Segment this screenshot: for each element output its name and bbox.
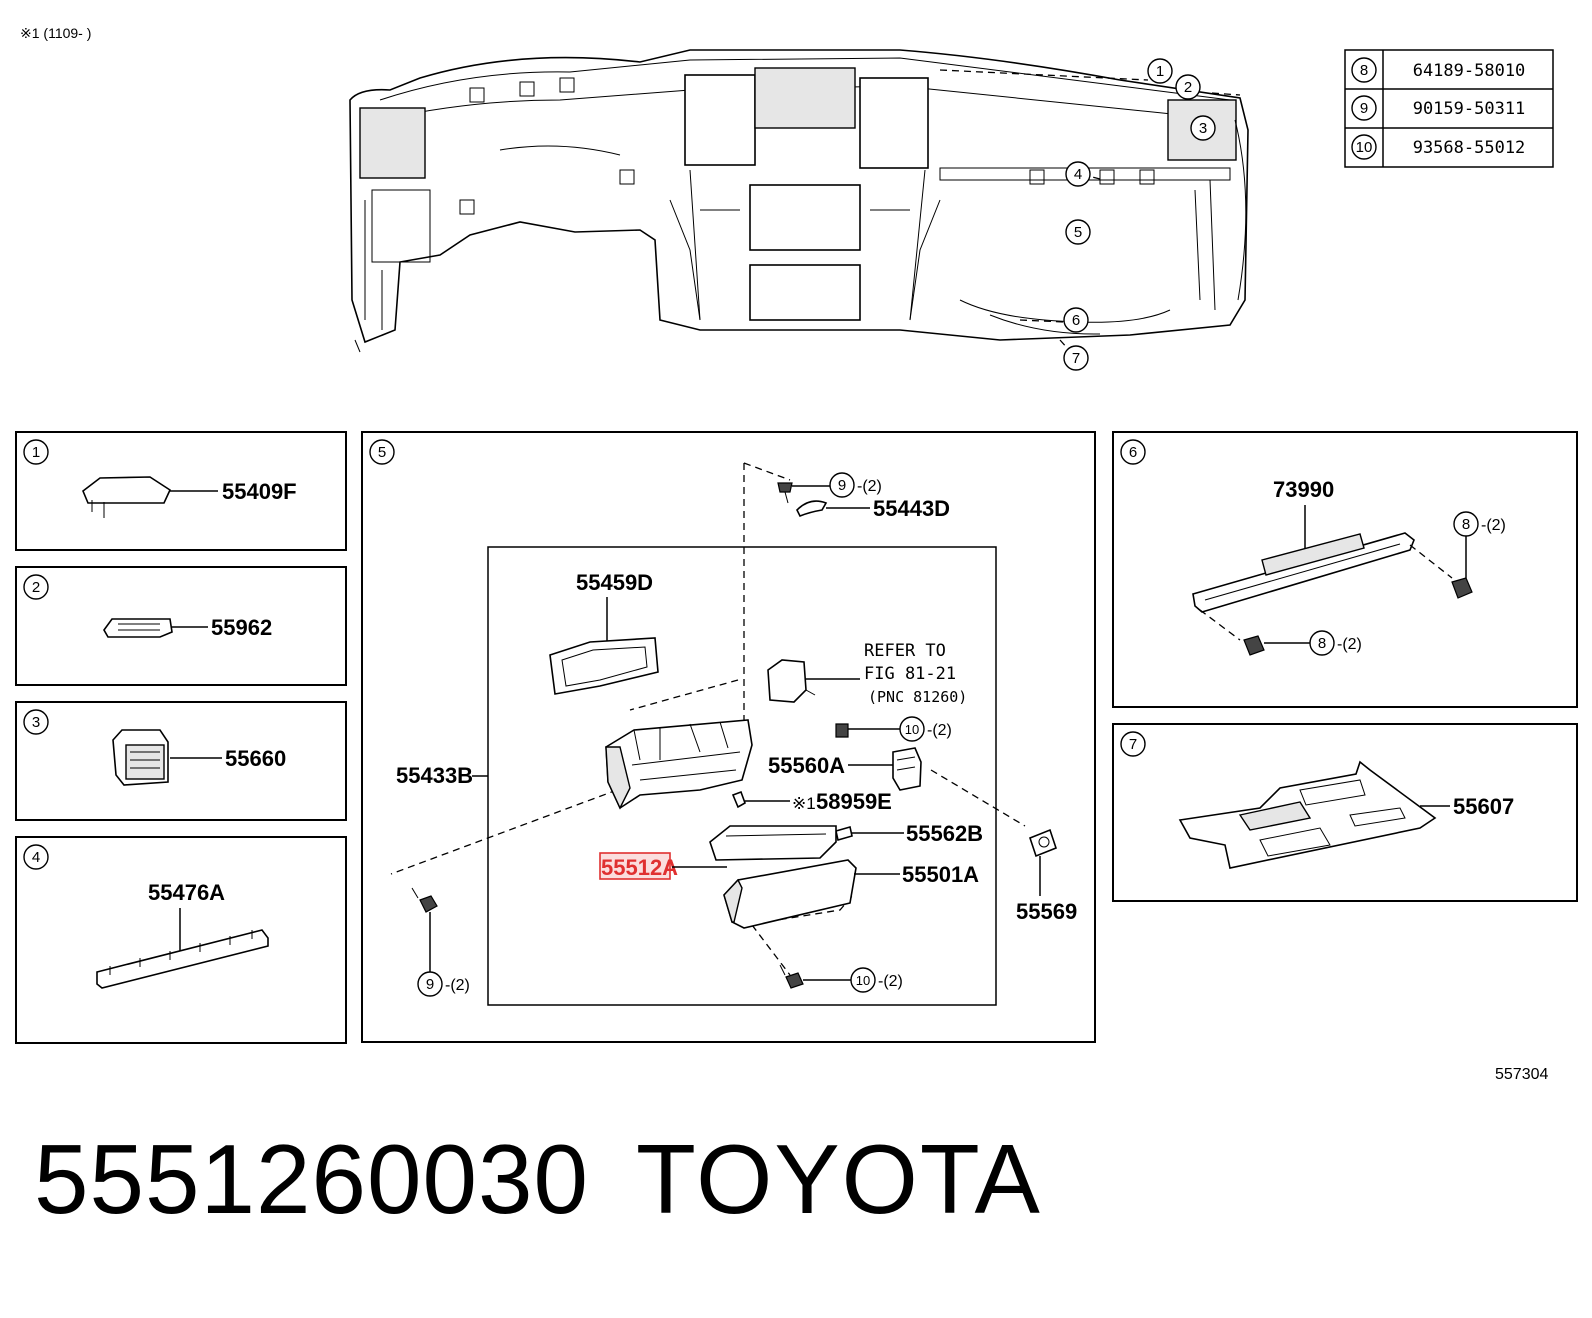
part-label-55476A: 55476A bbox=[148, 880, 225, 905]
panel-7: 7 55607 bbox=[1112, 723, 1578, 902]
svg-text:5: 5 bbox=[1074, 224, 1082, 241]
panel-4: 4 55476A bbox=[15, 836, 347, 1044]
svg-text:10: 10 bbox=[905, 722, 919, 737]
part-number-title: 5551260030 bbox=[34, 1124, 590, 1234]
part-label-55962: 55962 bbox=[211, 615, 272, 640]
svg-text:1: 1 bbox=[32, 444, 40, 461]
svg-text:64189-58010: 64189-58010 bbox=[1413, 61, 1526, 81]
refer-line-3: (PNC 81260) bbox=[868, 688, 967, 706]
part-label-55660: 55660 bbox=[225, 746, 286, 771]
screw-icon bbox=[777, 482, 793, 504]
panel-2: 2 55962 bbox=[15, 566, 347, 686]
ref-row-8: 8 64189-58010 bbox=[1351, 57, 1526, 83]
svg-text:10: 10 bbox=[856, 973, 870, 988]
figure-code: 557304 bbox=[1495, 1066, 1548, 1083]
svg-text:-(2): -(2) bbox=[1481, 517, 1506, 534]
part-label-58959E: 58959E bbox=[816, 789, 892, 814]
callout-4 bbox=[1065, 161, 1091, 187]
note-mark: ※1 bbox=[792, 794, 816, 813]
svg-text:6: 6 bbox=[1072, 312, 1080, 329]
part-label-55433B: 55433B bbox=[396, 763, 473, 788]
screw-icon bbox=[835, 723, 849, 738]
part-label-55512A: 55512A bbox=[601, 855, 678, 880]
part-label-55409F: 55409F bbox=[222, 479, 297, 504]
svg-text:93568-55012: 93568-55012 bbox=[1413, 138, 1526, 158]
svg-text:-(2): -(2) bbox=[445, 977, 470, 994]
screw-icon bbox=[779, 964, 804, 989]
highlight-box bbox=[599, 852, 671, 880]
svg-text:7: 7 bbox=[1072, 350, 1080, 367]
callout-6 bbox=[1063, 307, 1089, 333]
part-label-55501A: 55501A bbox=[902, 862, 979, 887]
panel-1: 1 55409F bbox=[15, 431, 347, 551]
svg-text:5: 5 bbox=[378, 444, 386, 461]
svg-text:8: 8 bbox=[1360, 62, 1368, 79]
header-note: ※1 (1109- ) bbox=[20, 25, 91, 41]
reference-table: 8 64189-58010 9 90159-50311 10 93568-550… bbox=[1344, 49, 1554, 168]
refer-line-2: FIG 81-21 bbox=[864, 664, 956, 684]
svg-text:9: 9 bbox=[838, 477, 846, 494]
callout-2 bbox=[1175, 74, 1201, 100]
part-label-55562B: 55562B bbox=[906, 821, 983, 846]
svg-text:-(2): -(2) bbox=[878, 973, 903, 990]
svg-text:-(2): -(2) bbox=[1337, 636, 1362, 653]
svg-text:7: 7 bbox=[1129, 736, 1137, 753]
part-label-55607: 55607 bbox=[1453, 794, 1514, 819]
screw-icon bbox=[411, 887, 438, 913]
brand-title: TOYOTA bbox=[636, 1124, 1042, 1234]
ref-row-10: 10 93568-55012 bbox=[1351, 134, 1526, 160]
callout-1 bbox=[1147, 58, 1173, 84]
svg-text:10: 10 bbox=[1356, 139, 1373, 156]
panel-6: 6 73990 8 -(2) 8 -(2) bbox=[1112, 431, 1578, 708]
svg-text:9: 9 bbox=[426, 976, 434, 993]
svg-text:3: 3 bbox=[1199, 120, 1207, 137]
svg-text:2: 2 bbox=[1184, 79, 1192, 96]
refer-line-1: REFER TO bbox=[864, 641, 946, 661]
svg-text:-(2): -(2) bbox=[927, 722, 952, 739]
svg-text:8: 8 bbox=[1318, 635, 1326, 652]
panel-3: 3 55660 bbox=[15, 701, 347, 821]
callout-3 bbox=[1190, 115, 1216, 141]
part-label-55560A: 55560A bbox=[768, 753, 845, 778]
svg-text:-(2): -(2) bbox=[857, 478, 882, 495]
callout-7 bbox=[1063, 345, 1089, 371]
svg-text:9: 9 bbox=[1360, 100, 1368, 117]
bolt-icon bbox=[1451, 577, 1473, 599]
svg-text:4: 4 bbox=[32, 849, 40, 866]
part-label-55443D: 55443D bbox=[873, 496, 950, 521]
part-label-73990: 73990 bbox=[1273, 477, 1334, 502]
callout-5 bbox=[1065, 219, 1091, 245]
svg-text:2: 2 bbox=[32, 579, 40, 596]
part-label-55569: 55569 bbox=[1016, 899, 1077, 924]
overview-callouts: 1 2 3 4 5 6 7 bbox=[1063, 58, 1216, 371]
dashboard-overview bbox=[349, 49, 1249, 353]
svg-text:6: 6 bbox=[1129, 444, 1137, 461]
svg-text:8: 8 bbox=[1462, 516, 1470, 533]
bolt-icon bbox=[1243, 635, 1265, 656]
ref-row-9: 9 90159-50311 bbox=[1351, 95, 1526, 121]
panel-5: 5 9 -(2) 55443D 55459D 55433B bbox=[361, 431, 1096, 1043]
part-label-55459D: 55459D bbox=[576, 570, 653, 595]
svg-text:1: 1 bbox=[1156, 63, 1164, 80]
svg-text:3: 3 bbox=[32, 714, 40, 731]
svg-text:4: 4 bbox=[1074, 166, 1082, 183]
svg-text:90159-50311: 90159-50311 bbox=[1413, 99, 1526, 119]
